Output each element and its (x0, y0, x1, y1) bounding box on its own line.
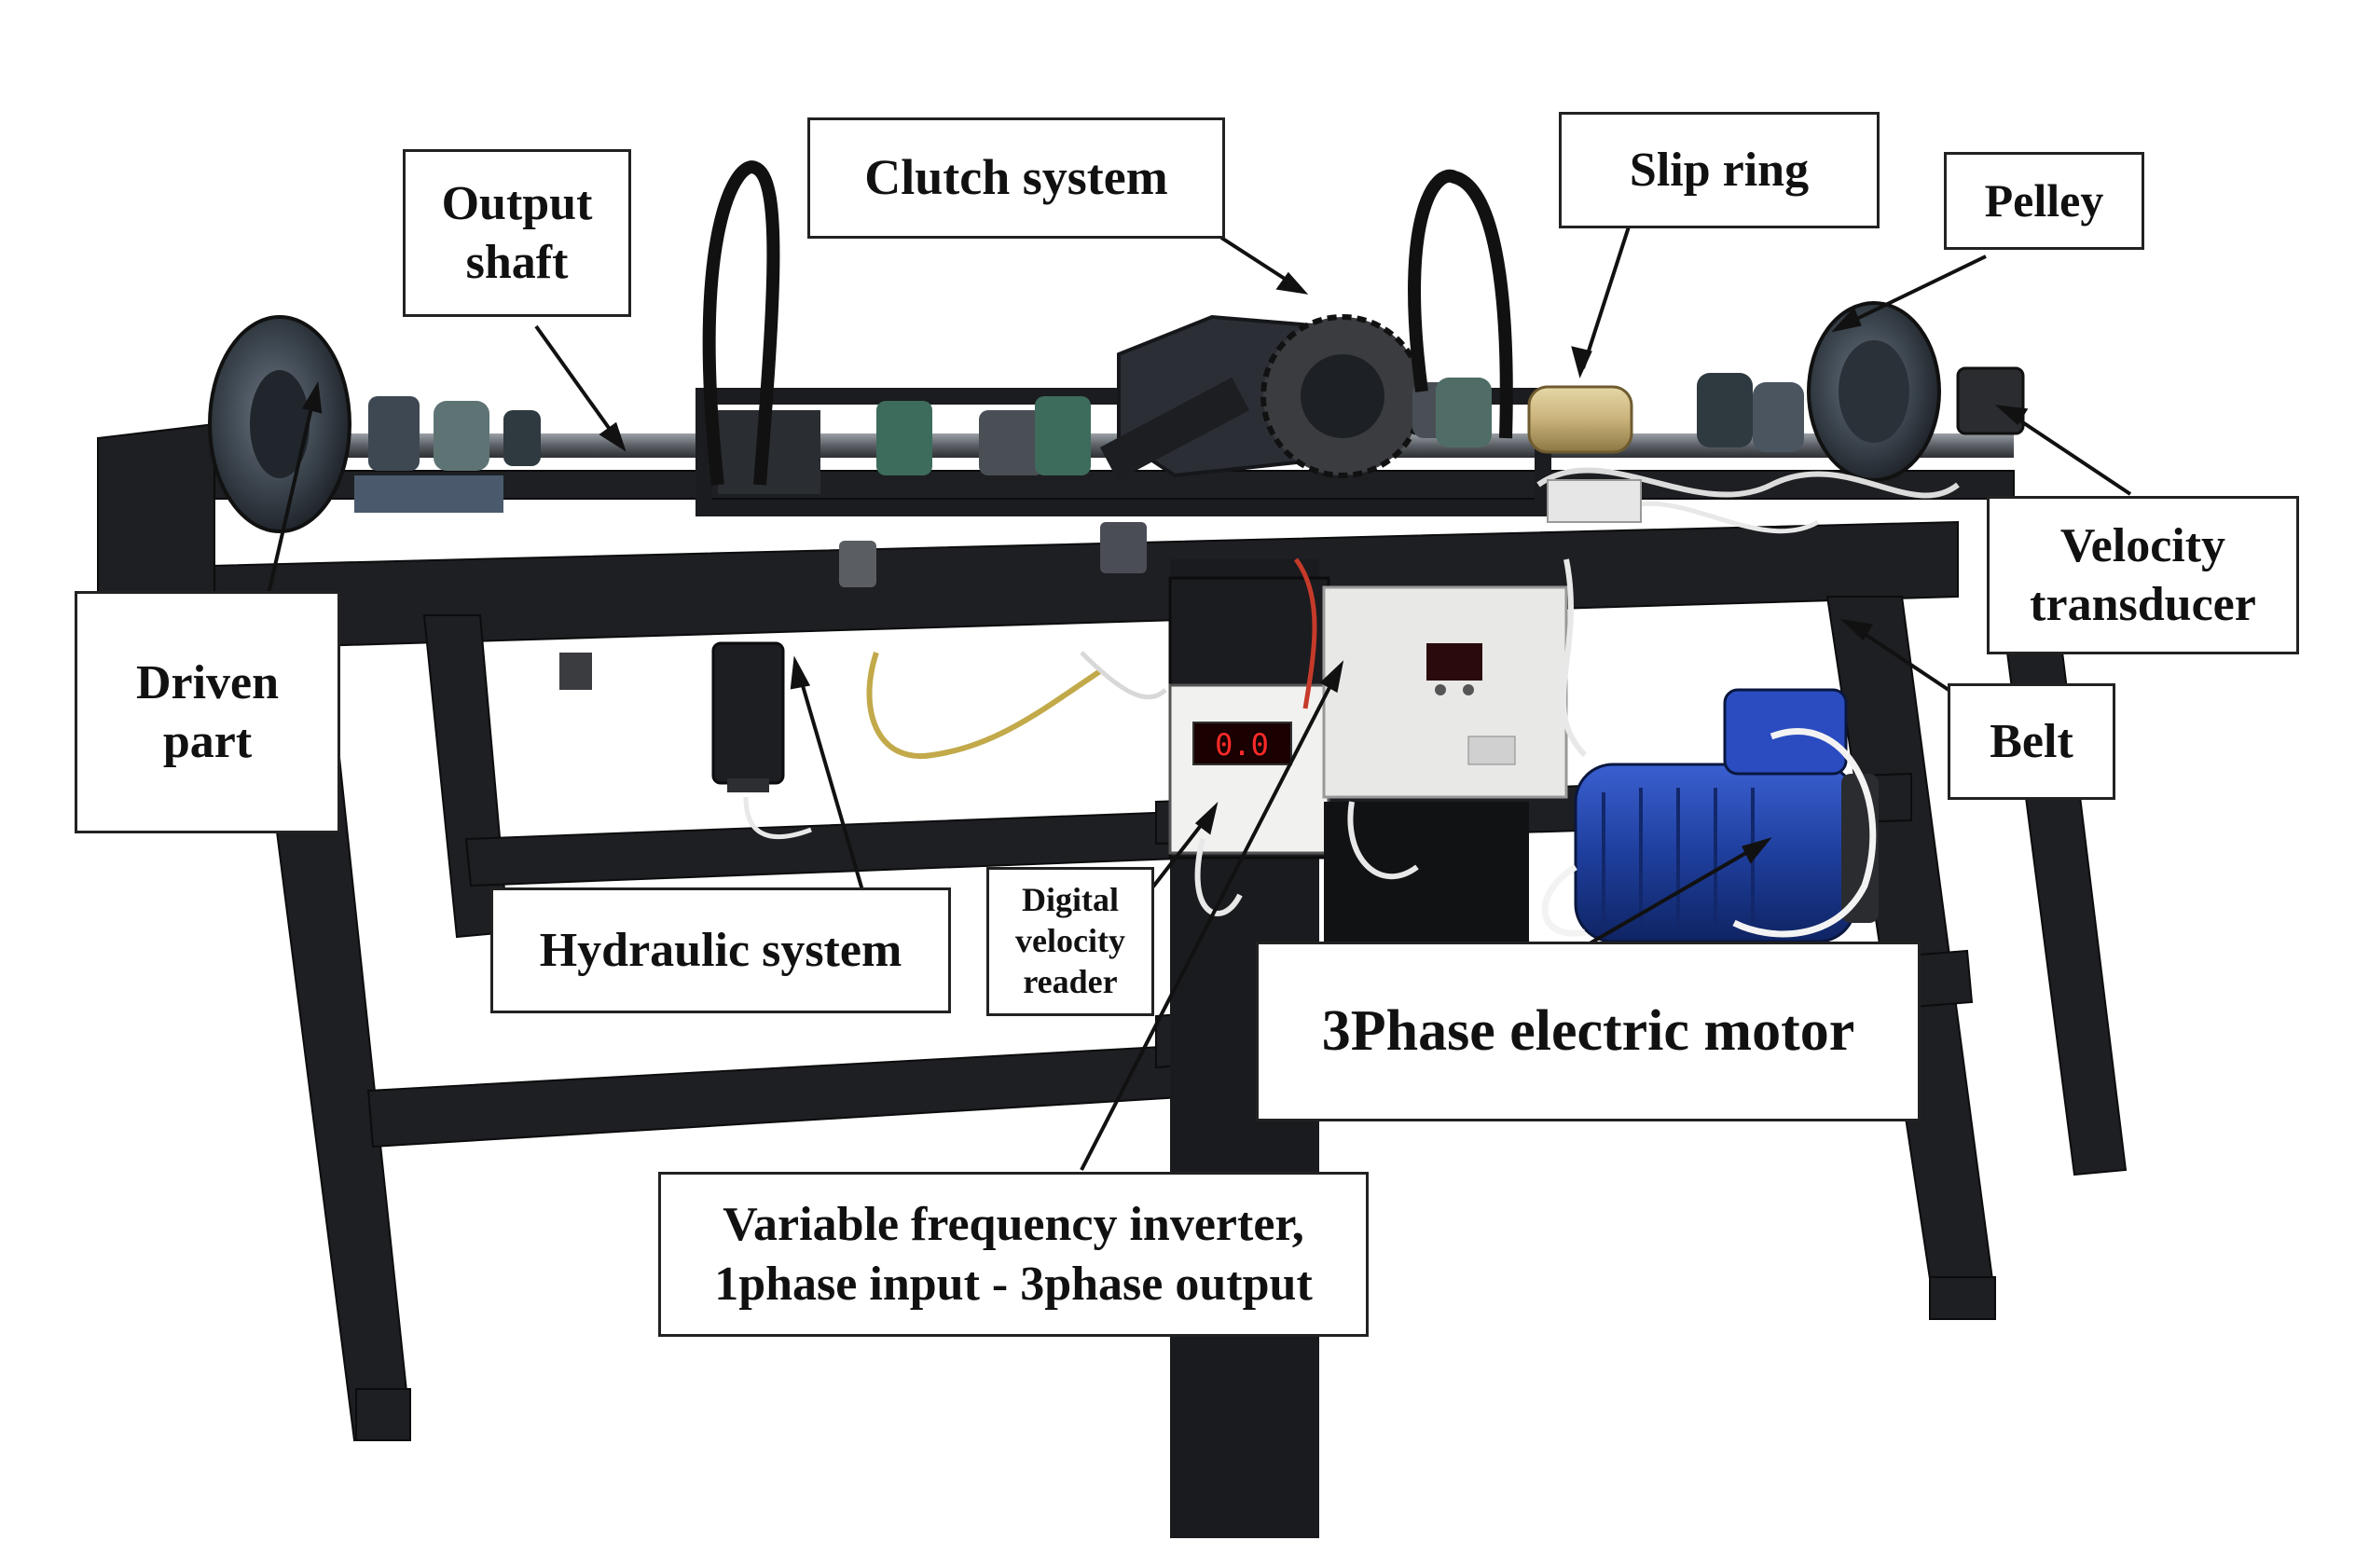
label-belt-text: Belt (1990, 714, 2073, 768)
velocity-display-reading: 0.0 (1215, 727, 1269, 763)
label-output-shaft-text: Output shaft (441, 176, 593, 289)
label-slip-ring: Slip ring (1559, 112, 1880, 228)
leader-lines (264, 223, 2132, 1171)
label-digital-velocity-reader: Digital velocity reader (986, 867, 1154, 1016)
label-clutch-system-text: Clutch system (864, 149, 1168, 206)
slip-ring (1527, 385, 1633, 454)
label-hydraulic-system-text: Hydraulic system (539, 923, 902, 977)
label-3phase-electric-motor-text: 3Phase electric motor (1321, 998, 1855, 1063)
label-pelley: Pelley (1944, 152, 2144, 250)
label-3phase-electric-motor: 3Phase electric motor (1256, 942, 1921, 1121)
belt-loop-right (1408, 169, 1513, 439)
velocity-transducer (1956, 366, 2025, 435)
label-digital-velocity-reader-text: Digital velocity reader (1015, 881, 1125, 1000)
label-driven-part: Driven part (75, 591, 340, 833)
label-slip-ring-text: Slip ring (1629, 143, 1810, 197)
label-driven-part-text: Driven part (135, 655, 280, 768)
label-clutch-system: Clutch system (807, 117, 1225, 239)
label-output-shaft: Output shaft (403, 149, 631, 317)
label-variable-frequency-inverter-text: Variable frequency inverter, 1phase inpu… (714, 1198, 1313, 1311)
label-velocity-transducer-text: Velocity transducer (2030, 518, 2256, 631)
label-variable-frequency-inverter: Variable frequency inverter, 1phase inpu… (658, 1172, 1369, 1337)
belt-loop-left (702, 160, 780, 486)
digital-velocity-reader (1168, 683, 1330, 855)
label-velocity-transducer: Velocity transducer (1987, 496, 2299, 654)
hydraulic-system (559, 522, 1167, 839)
electric-motor (1541, 688, 1879, 943)
label-hydraulic-system: Hydraulic system (490, 887, 951, 1013)
label-pelley-text: Pelley (1984, 174, 2104, 227)
label-belt: Belt (1948, 683, 2115, 800)
drive-shaft-assembly (208, 160, 2025, 534)
